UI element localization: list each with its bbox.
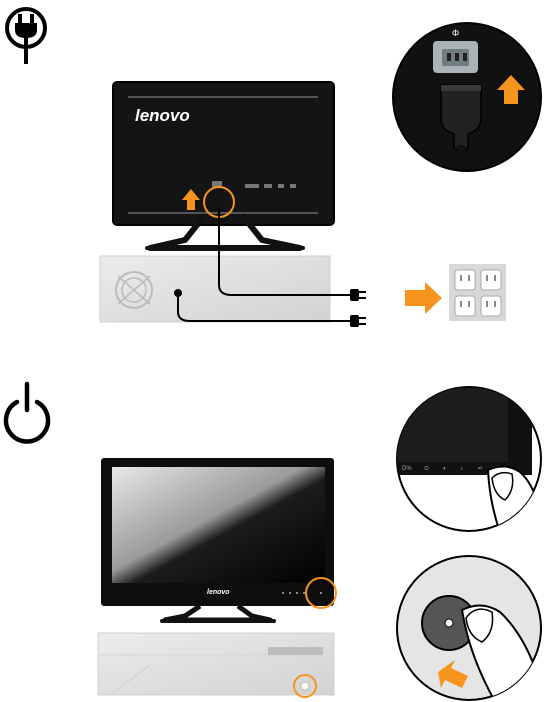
pc-power-button xyxy=(301,682,309,690)
zoom-power-symbol: Φ xyxy=(452,28,459,38)
to-outlet-arrow-icon xyxy=(405,282,442,314)
power-plug-icon xyxy=(7,9,45,64)
monitor-front-brand: lenovo xyxy=(207,589,230,596)
monitor-brand-label: lenovo xyxy=(135,106,190,125)
pc-case xyxy=(100,256,330,322)
svg-text:D%: D% xyxy=(402,466,412,472)
pc-case-front xyxy=(98,633,334,697)
plug-end-icon xyxy=(350,289,366,301)
svg-text:↵: ↵ xyxy=(478,466,483,472)
monitor-button-zoom: D% ⊙ ◐ ♪ ↵ ⏻ xyxy=(380,387,545,545)
monitor-front-view: lenovo xyxy=(101,458,334,623)
svg-text:♪: ♪ xyxy=(460,466,463,472)
wall-outlet-icon xyxy=(449,264,506,321)
power-button-icon xyxy=(6,384,48,441)
svg-text:◐: ◐ xyxy=(443,466,447,472)
plug-end-icon xyxy=(350,315,366,327)
monitor-rear-view: lenovo xyxy=(113,82,334,250)
pc-button-zoom xyxy=(397,556,545,702)
power-connector-zoom: Φ xyxy=(393,23,541,171)
svg-text:⊙: ⊙ xyxy=(424,466,429,472)
